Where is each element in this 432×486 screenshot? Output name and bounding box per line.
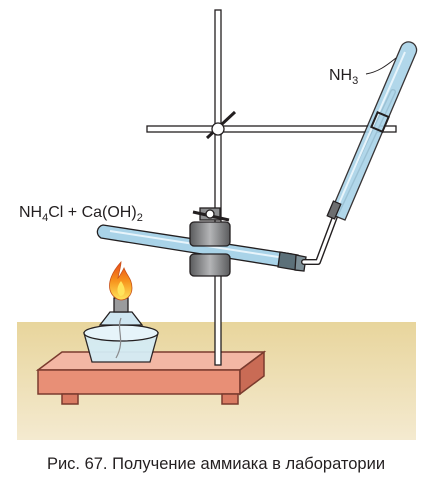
gas-label: NH3 [329, 57, 397, 87]
gas-label-sub-a: 3 [352, 75, 358, 87]
horizontal-rod [146, 125, 397, 133]
svg-text:NH4Cl + Ca(OH)2: NH4Cl + Ca(OH)2 [19, 204, 143, 224]
reagents-label-sub-a: 4 [42, 212, 48, 224]
gas-leader-line [365, 57, 397, 75]
boss-clamp-upper [205, 110, 237, 140]
reagents-label-sub-b: 2 [137, 212, 143, 224]
reagents-label: NH4Cl + Ca(OH)2 [19, 204, 143, 224]
reagents-label-part-b: Cl + Ca(OH) [48, 204, 136, 221]
gas-label-part-a: NH [329, 67, 352, 84]
svg-text:NH3: NH3 [329, 67, 358, 87]
reagents-label-part-a: NH [19, 204, 42, 221]
flame [109, 260, 133, 301]
stand-base [35, 350, 267, 405]
rubber-stopper [277, 251, 307, 272]
spirit-lamp [83, 297, 159, 363]
test-tube-clamp [189, 207, 231, 277]
collecting-test-tube [326, 41, 418, 221]
stand-rod [214, 9, 222, 366]
figure-caption: Рис. 67. Получение аммиака в лаборатории [46, 455, 386, 473]
